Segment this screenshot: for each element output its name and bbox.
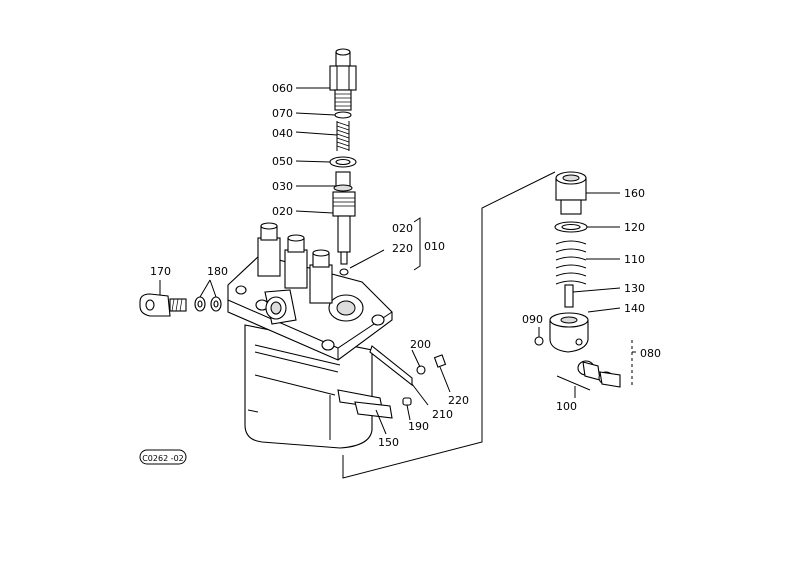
- callout-180: 180: [207, 265, 228, 278]
- leader-lines: [159, 87, 636, 435]
- delivery-valve-stack: [329, 48, 357, 276]
- callout-020-group: 020: [392, 222, 413, 235]
- callout-080: 080: [640, 347, 661, 360]
- callout-040: 040: [272, 127, 293, 140]
- callout-160: 160: [624, 187, 645, 200]
- callout-220-group: 220: [392, 242, 413, 255]
- callout-labels: 060 070 040 050 030 020 020 220 010 170 …: [150, 82, 661, 449]
- group-boundary: [342, 171, 556, 479]
- callout-130: 130: [624, 282, 645, 295]
- callout-220: 220: [448, 394, 469, 407]
- drawing-code: C0262 -02: [142, 454, 184, 463]
- callout-070: 070: [272, 107, 293, 120]
- delivery-valve-holders: [257, 222, 333, 304]
- callout-050: 050: [272, 155, 293, 168]
- callout-090: 090: [522, 313, 543, 326]
- callout-020: 020: [272, 205, 293, 218]
- callout-100: 100: [556, 400, 577, 413]
- callout-010: 010: [424, 240, 445, 253]
- callout-190: 190: [408, 420, 429, 433]
- control-bracket: [369, 345, 447, 406]
- callout-200: 200: [410, 338, 431, 351]
- pump-body: [227, 222, 393, 449]
- callout-110: 110: [624, 253, 645, 266]
- callout-150: 150: [378, 436, 399, 449]
- banjo-bolt-assembly: [139, 293, 222, 317]
- callout-120: 120: [624, 221, 645, 234]
- callout-210: 210: [432, 408, 453, 421]
- callout-030: 030: [272, 180, 293, 193]
- callout-060: 060: [272, 82, 293, 95]
- drawing-code-badge: C0262 -02: [139, 449, 187, 465]
- callout-140: 140: [624, 302, 645, 315]
- plunger-spring-assembly: [534, 171, 621, 391]
- callout-170: 170: [150, 265, 171, 278]
